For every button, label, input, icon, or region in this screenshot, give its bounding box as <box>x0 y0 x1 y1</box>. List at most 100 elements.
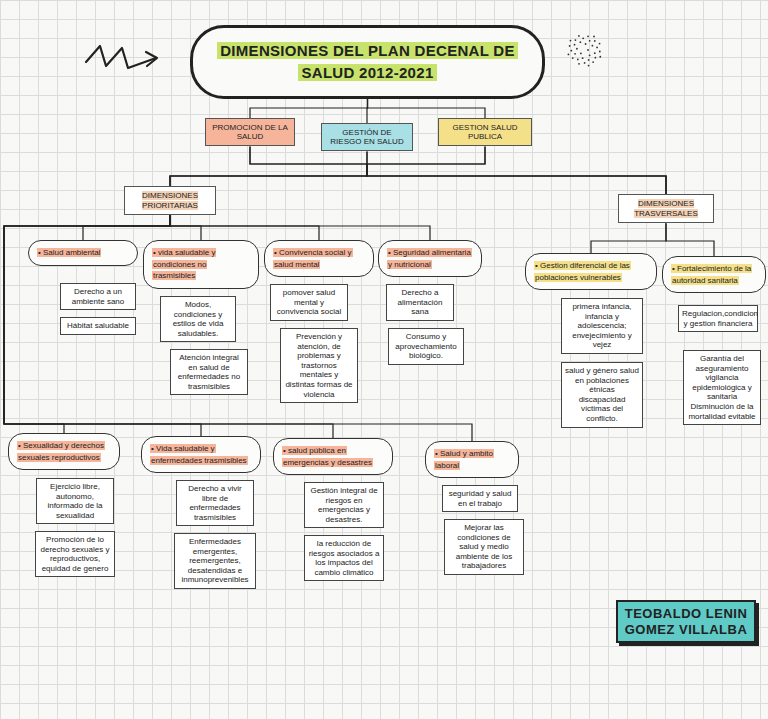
detail-box: Hábitat saludable <box>60 317 136 335</box>
node-text: Derecho a alimentación sana <box>398 288 443 316</box>
dimension-pill: • Sexualidad y derechos sexuales reprodu… <box>8 433 120 470</box>
connector-line <box>666 223 714 256</box>
node-text: Derecho a vivir libre de enfermedades tr… <box>188 484 241 522</box>
node-text: Prevención y atención, de problemas y tr… <box>285 332 352 399</box>
connector-line <box>368 99 486 119</box>
detail-box: primera infancia, infancia y adolescenci… <box>561 298 643 354</box>
connector-line <box>250 146 666 194</box>
detail-box: salud y género salud en poblaciones étni… <box>561 362 643 428</box>
dimension-pill: • Gestion diferencial de las poblaciones… <box>525 253 657 290</box>
detail-box: Prevención y atención, de problemas y tr… <box>280 328 358 403</box>
detail-box: Enfermedades emergentes, reemergentes, d… <box>174 533 256 589</box>
dimension-pill: • Convivencia social y salud mental <box>264 240 374 277</box>
dot <box>570 40 572 42</box>
node-text: pomover salud mental y convivencia socia… <box>277 288 341 316</box>
dot <box>587 49 589 51</box>
connector-line <box>170 146 485 186</box>
node-text: • vida saludable y condiciones no trasmi… <box>152 248 216 280</box>
node-text: GESTIÓN DE RIESGO EN SALUD <box>330 128 403 146</box>
node-text: Regulacion,condicion y gestion financier… <box>682 309 758 328</box>
dot <box>596 47 598 49</box>
detail-box: Derecho a vivir libre de enfermedades tr… <box>176 480 254 526</box>
detail-box: Consumo y aprovechamiento biológico. <box>388 328 464 365</box>
node-text: la reducción de riesgos asociados a los … <box>309 539 380 577</box>
dot <box>594 40 596 42</box>
detail-box: seguridad y salud en el trabajo <box>442 485 518 512</box>
node-text: • Seguridad alimentaria y nutricional <box>387 248 472 269</box>
dot <box>589 54 591 56</box>
detail-box: Regulacion,condicion y gestion financier… <box>678 305 758 332</box>
detail-box: Mejorar las condiciones de salud y medio… <box>444 519 524 575</box>
node-text: Consumo y aprovechamiento biológico. <box>395 332 456 360</box>
connector-line <box>367 151 666 194</box>
dot <box>579 41 581 43</box>
detail-box: Ejercicio libre, autonomo, informado de … <box>36 478 114 524</box>
node-text: TEOBALDO LENIN GOMEZ VILLALBA <box>625 606 748 637</box>
detail-box: Garantía del aseguramiento vigilancia ep… <box>683 350 761 425</box>
category-box: GESTION SALUD PUBLICA <box>438 118 532 146</box>
connector-line <box>170 151 367 186</box>
detail-box: Derecho a alimentación sana <box>386 284 454 321</box>
connector-line <box>4 215 472 441</box>
connector-line <box>170 215 319 240</box>
dot <box>592 45 594 47</box>
node-text: Mejorar las condiciones de salud y medio… <box>456 523 512 570</box>
connector-line <box>83 215 170 240</box>
node-text: Promoción de lo derecho sexuales y repro… <box>41 535 110 573</box>
dot <box>592 61 594 63</box>
dot <box>589 40 591 42</box>
dot <box>599 51 601 53</box>
dot <box>582 57 584 59</box>
author-box: TEOBALDO LENIN GOMEZ VILLALBA <box>616 600 756 643</box>
zigzag-arrow <box>86 46 156 68</box>
dot <box>574 44 576 46</box>
node-text: DIMENSIONES PRIORITARIAS <box>142 191 198 210</box>
dimension-pill: • Seguridad alimentaria y nutricional <box>378 240 482 277</box>
connector-line <box>591 223 666 253</box>
dot <box>593 36 595 38</box>
node-text: • Vida saludable y enfermedades trasmisi… <box>150 444 248 465</box>
connector-line <box>250 99 368 119</box>
connector-line <box>170 215 430 240</box>
group-box: DIMENSIONES PRIORITARIAS <box>124 186 216 215</box>
dimension-pill: • vida saludable y condiciones no trasmi… <box>143 240 259 289</box>
dot <box>594 57 596 59</box>
node-text: Ejercicio libre, autonomo, informado de … <box>47 482 102 520</box>
connector-line <box>170 215 201 240</box>
node-text: seguridad y salud en el trabajo <box>449 489 512 508</box>
connector-line <box>170 146 367 186</box>
dot <box>574 53 576 55</box>
node-text: Derecho a un ambiente sano <box>72 287 124 306</box>
dot <box>577 59 579 61</box>
dot <box>599 43 601 45</box>
detail-box: pomover salud mental y convivencia socia… <box>270 284 348 321</box>
dimension-pill: • Salud y ambito laboral <box>425 441 519 478</box>
category-box: GESTIÓN DE RIESGO EN SALUD <box>321 123 413 151</box>
node-text: • Sexualidad y derechos sexuales reprodu… <box>17 441 105 462</box>
dot <box>585 43 587 45</box>
node-text: Atención integral en salud de enfermedad… <box>178 353 240 391</box>
dot <box>568 53 570 55</box>
node-text: DIMENSIONES TRASVERSALES <box>634 199 698 218</box>
node-text: • Salud ambiental <box>37 248 101 257</box>
node-text: Garantía del aseguramiento vigilancia ep… <box>688 354 755 421</box>
dot <box>578 63 580 65</box>
node-text: Gestión integral de riesgos en emergenci… <box>310 486 377 524</box>
detail-box: Gestión integral de riesgos en emergenci… <box>304 482 384 528</box>
group-box: DIMENSIONES TRASVERSALES <box>618 194 714 223</box>
node-text: • Fortalecimiento de la autoridad sanita… <box>671 264 752 285</box>
category-box: PROMOCION DE LA SALUD <box>205 118 295 146</box>
dot <box>587 35 589 37</box>
node-text: • Salud y ambito laboral <box>434 449 494 470</box>
detail-box: Promoción de lo derecho sexuales y repro… <box>35 531 115 577</box>
dot <box>576 48 578 50</box>
node-text: GESTION SALUD PUBLICA <box>453 123 518 141</box>
node-text: Enfermedades emergentes, reemergentes, d… <box>181 537 248 584</box>
node-text: Modos, condiciones y estilos de vida sal… <box>173 300 224 338</box>
node-text: primera infancia, infancia y adolescenci… <box>572 302 632 349</box>
dot <box>572 57 574 59</box>
dot <box>570 50 572 52</box>
dot <box>588 59 590 61</box>
detail-box: la reducción de riesgos asociados a los … <box>304 535 384 581</box>
